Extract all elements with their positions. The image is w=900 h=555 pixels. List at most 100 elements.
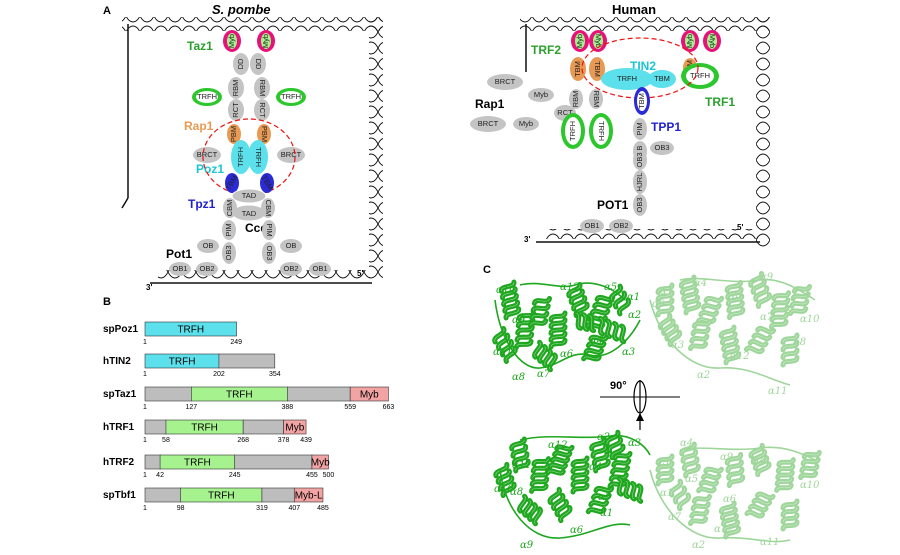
helix-label: α7 bbox=[760, 312, 774, 323]
spombe-3prime: 3' bbox=[146, 283, 152, 292]
residue-number: 500 bbox=[323, 472, 335, 479]
helix-label: α2 bbox=[597, 432, 610, 443]
helix-label: α8 bbox=[512, 372, 525, 383]
alpha-helix bbox=[513, 310, 537, 350]
segment-label: Myb bbox=[311, 458, 330, 469]
alpha-helix bbox=[798, 449, 822, 481]
alpha-helix bbox=[695, 295, 725, 325]
alpha-helix bbox=[545, 444, 575, 476]
svg-text:CBM: CBM bbox=[264, 200, 273, 217]
spombe-poz1-trfh-b bbox=[248, 140, 268, 174]
residue-number: 1 bbox=[143, 371, 147, 378]
spombe-ob2-a bbox=[196, 262, 218, 276]
helix-label: α7 bbox=[668, 512, 682, 523]
human-dna-top bbox=[520, 17, 770, 31]
panel-a: A S. pombe Human 3' 5' Myb Myb DD bbox=[103, 2, 770, 292]
spombe-brct-b bbox=[277, 147, 305, 163]
human-brct-b bbox=[470, 116, 506, 132]
helix-label: α5 bbox=[652, 299, 665, 310]
spombe-pot1-label: Pot1 bbox=[166, 247, 192, 261]
spombe-rbm-b bbox=[254, 77, 270, 99]
alpha-helix bbox=[748, 442, 772, 478]
alpha-helix bbox=[780, 498, 800, 532]
segment-linker bbox=[144, 419, 167, 435]
alpha-helix bbox=[655, 453, 675, 487]
svg-text:TRFH: TRFH bbox=[254, 147, 263, 167]
helix-label: α12 bbox=[548, 440, 567, 451]
residue-number: 1 bbox=[143, 404, 147, 411]
svg-text:PBM: PBM bbox=[260, 126, 269, 142]
svg-text:OB3: OB3 bbox=[635, 152, 644, 167]
human-tin2-tbm bbox=[648, 70, 676, 88]
helix-label: α3 bbox=[671, 340, 684, 351]
helix-label: α10 bbox=[800, 480, 820, 491]
spombe-rct-a bbox=[228, 99, 244, 121]
human-tpp1-label: TPP1 bbox=[651, 120, 681, 134]
svg-text:RBM: RBM bbox=[592, 91, 601, 108]
helix-label: α6 bbox=[723, 494, 737, 505]
panel-b-letter: B bbox=[103, 296, 111, 308]
loop bbox=[494, 299, 641, 369]
rotation-arrow-icon bbox=[600, 380, 680, 430]
human-myb-gray-b bbox=[513, 117, 539, 131]
spombe-tad-a bbox=[231, 188, 267, 204]
human-brct-a bbox=[487, 74, 523, 90]
spombe-tbm-a bbox=[225, 173, 239, 193]
protein-name: spTaz1 bbox=[103, 389, 137, 400]
spombe-ob-b bbox=[280, 239, 302, 253]
svg-text:TRFH: TRFH bbox=[568, 121, 577, 141]
svg-text:TRFH: TRFH bbox=[617, 74, 637, 83]
alpha-helix bbox=[748, 271, 772, 309]
svg-text:TRFH: TRFH bbox=[597, 121, 606, 141]
residue-number: 202 bbox=[213, 371, 225, 378]
human-title: Human bbox=[612, 2, 656, 17]
svg-text:Myb: Myb bbox=[261, 34, 270, 48]
spombe-rbm-a bbox=[228, 77, 244, 99]
spombe-ob3-b bbox=[262, 242, 276, 264]
human-myb-gray-a bbox=[528, 88, 554, 102]
spombe-cbm-b bbox=[261, 198, 275, 218]
svg-text:TRFH: TRFH bbox=[690, 71, 710, 80]
svg-text:OB3: OB3 bbox=[654, 143, 669, 152]
alpha-helix bbox=[532, 339, 558, 373]
alpha-helix bbox=[509, 436, 531, 474]
svg-text:RCT: RCT bbox=[231, 102, 240, 118]
residue-number: 407 bbox=[288, 505, 300, 512]
svg-text:Myb: Myb bbox=[227, 34, 236, 48]
human-trf2-label: TRF2 bbox=[531, 43, 561, 57]
helix-label: α8 bbox=[510, 487, 523, 498]
alpha-helix bbox=[547, 486, 573, 524]
alpha-helix bbox=[696, 466, 724, 494]
svg-text:TBM: TBM bbox=[654, 74, 670, 83]
segment-label: Myb bbox=[285, 423, 304, 434]
svg-text:TBM: TBM bbox=[637, 93, 646, 109]
svg-text:OB2: OB2 bbox=[199, 264, 214, 273]
alpha-helix bbox=[688, 493, 712, 527]
spombe-ob-a bbox=[197, 239, 219, 253]
panel-c-letter: C bbox=[483, 264, 491, 276]
human-hjrl bbox=[633, 170, 647, 194]
svg-text:PBM: PBM bbox=[229, 126, 238, 142]
protein-name: spTbf1 bbox=[103, 490, 136, 501]
helix-label: α12 bbox=[714, 524, 733, 535]
human-trf2-tbm-a bbox=[570, 57, 586, 81]
human-dna: 3' 5' bbox=[520, 17, 770, 249]
alpha-helix bbox=[498, 279, 522, 321]
residue-number: 98 bbox=[177, 505, 185, 512]
helix-label: α3 bbox=[622, 347, 635, 358]
segment-linker bbox=[144, 487, 182, 503]
spombe-ob1-a bbox=[169, 262, 191, 276]
segment-linker bbox=[242, 419, 284, 435]
spombe-taz1-label: Taz1 bbox=[187, 39, 213, 53]
human-rbm-a bbox=[569, 89, 583, 109]
alpha-helix bbox=[493, 461, 517, 499]
spombe-tbm-b bbox=[260, 173, 274, 193]
segment-label: TRFH bbox=[177, 325, 204, 336]
human-ob3-lower bbox=[633, 194, 647, 216]
svg-text:RBM: RBM bbox=[231, 80, 240, 97]
protein-name: hTRF1 bbox=[103, 422, 135, 433]
